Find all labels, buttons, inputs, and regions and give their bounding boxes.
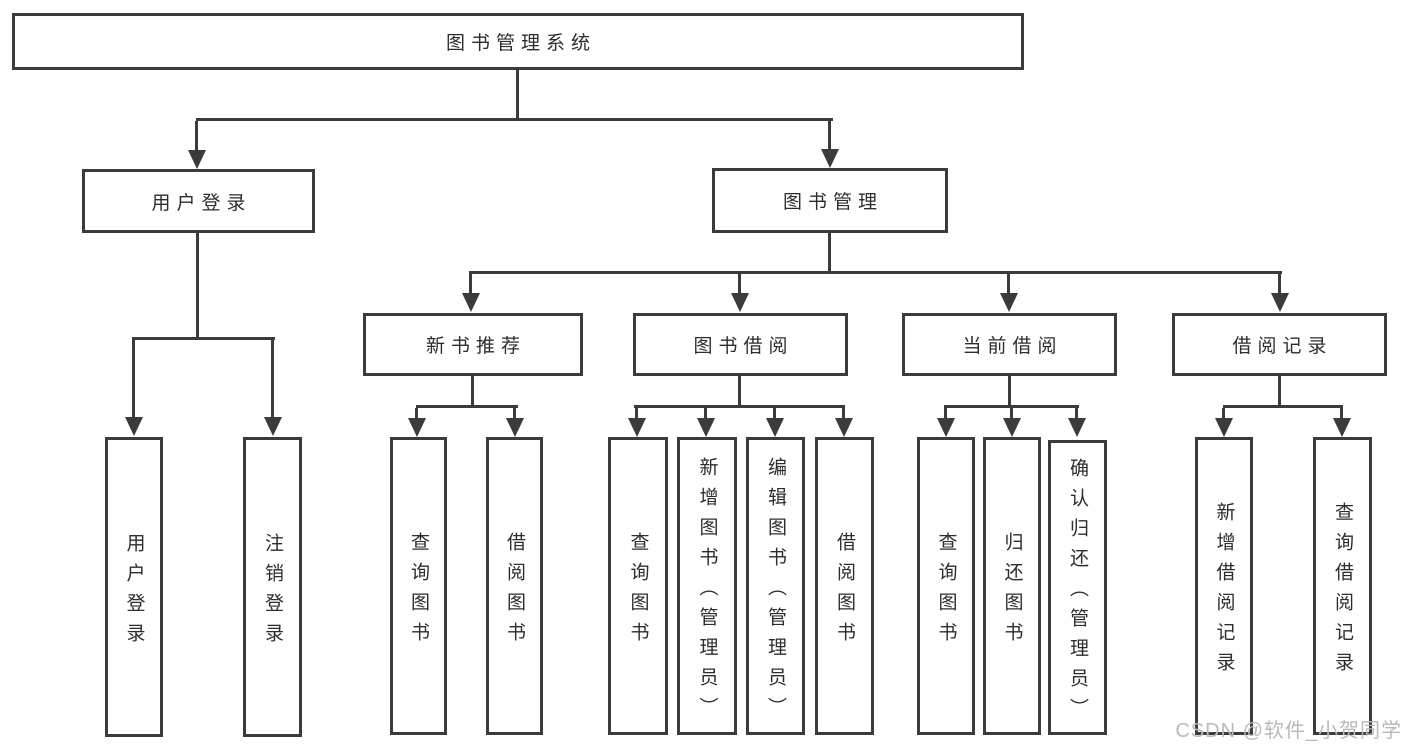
leaf-query-borrow-record: 查询借阅记录 [1313,437,1372,735]
down-arrow-icon [835,408,853,437]
node-current-borrowing: 当前借阅 [902,313,1117,376]
leaf-add-borrow-record: 新增借阅记录 [1195,437,1253,735]
leaf-borrow-books-recommend: 借阅图书 [486,437,543,735]
down-arrow-icon [821,121,839,168]
down-arrow-icon [462,274,480,312]
connector-line [516,70,519,118]
node-library-management-system: 图书管理系统 [12,13,1024,70]
leaf-logout: 注销登录 [243,437,302,737]
node-label: 用户登录 [151,192,252,214]
leaf-edit-books-admin: 编辑图书（管理员） [746,437,805,735]
connector-line [416,405,518,408]
connector-line [1008,376,1011,405]
connector-line [944,405,1079,408]
node-label: 图书管理 [782,192,883,213]
down-arrow-icon [731,274,749,312]
down-arrow-icon [264,340,282,436]
leaf-borrow-books: 借阅图书 [815,437,874,735]
leaf-query-books-borrow: 查询图书 [608,437,668,735]
node-label: 图书借阅 [693,336,794,357]
down-arrow-icon [1003,408,1021,437]
node-label: 借阅图书 [834,531,855,652]
node-label: 借阅图书 [504,531,525,652]
connector-line [196,233,199,337]
node-label: 图书管理系统 [445,33,596,54]
node-label: 归还图书 [1001,531,1023,652]
node-label: 新增借阅记录 [1213,501,1235,682]
down-arrow-icon [1000,274,1018,312]
down-arrow-icon [1068,408,1086,437]
connector-line [469,271,1282,274]
node-label: 确认归还（管理员） [1067,458,1088,728]
leaf-query-books-current: 查询图书 [917,437,975,735]
connector-line [471,376,474,405]
node-label: 查询图书 [627,531,649,652]
node-label: 注销登录 [262,532,283,653]
down-arrow-icon [628,408,646,437]
down-arrow-icon [937,408,955,437]
node-book-management: 图书管理 [712,168,948,233]
connector-line [196,118,833,121]
connector-line [634,405,845,408]
csdn-watermark: CSDN @软件_小贺同学 [1175,720,1402,742]
down-arrow-icon [766,408,784,437]
down-arrow-icon [125,340,143,436]
leaf-add-books-admin: 新增图书（管理员） [677,437,737,735]
node-label: 当前借阅 [962,336,1063,357]
node-label: 新增图书（管理员） [696,456,718,727]
leaf-return-books: 归还图书 [983,437,1041,735]
connector-line [1278,376,1281,405]
down-arrow-icon [506,408,524,437]
node-book-borrowing: 图书借阅 [633,313,848,376]
down-arrow-icon [188,121,206,169]
node-user-login: 用户登录 [82,169,315,233]
node-new-book-recommendation: 新书推荐 [363,313,583,376]
node-label: 用户登录 [123,532,145,653]
down-arrow-icon [1333,408,1351,437]
node-label: 借阅记录 [1232,336,1333,357]
node-borrowing-records: 借阅记录 [1172,313,1387,376]
node-label: 查询图书 [935,531,957,652]
leaf-user-login: 用户登录 [105,437,163,737]
node-label: 查询借阅记录 [1332,501,1353,682]
node-label: 新书推荐 [425,336,526,357]
connector-line [828,233,831,273]
down-arrow-icon [697,408,715,437]
node-label: 编辑图书（管理员） [765,456,786,727]
connector-line [132,337,275,340]
down-arrow-icon [408,408,426,437]
leaf-confirm-return-admin: 确认归还（管理员） [1048,440,1107,735]
node-label: 查询图书 [408,531,429,652]
down-arrow-icon [1271,274,1289,312]
leaf-query-books-recommend: 查询图书 [390,437,447,735]
down-arrow-icon [1215,408,1233,437]
connector-line [738,376,741,405]
connector-line [1223,405,1343,408]
